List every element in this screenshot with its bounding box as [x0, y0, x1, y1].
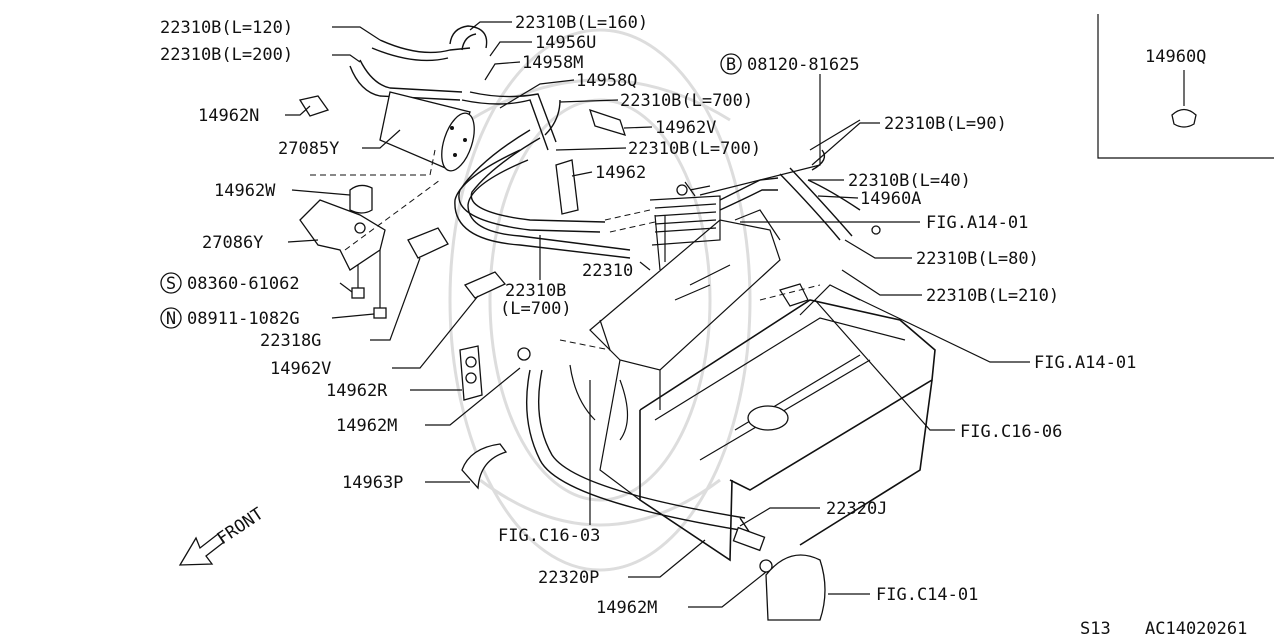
- label-22310b-l210: 22310B(L=210): [926, 286, 1059, 306]
- marker-s-text: S: [166, 274, 176, 294]
- label-front: FRONT: [214, 504, 268, 549]
- marker-b-text: B: [726, 55, 736, 75]
- label-22310b-l120: 22310B(L=120): [160, 18, 293, 38]
- part-labels: 22310B(L=120) 22310B(L=200) 22310B(L=160…: [160, 13, 1247, 639]
- inset-box: [1097, 14, 1274, 159]
- label-14962: 14962: [595, 163, 646, 183]
- label-22310b-l700-b: 22310B(L=700): [628, 139, 761, 159]
- label-27086y: 27086Y: [202, 233, 263, 253]
- marker-s: S: [160, 272, 182, 294]
- brackets: [298, 95, 881, 621]
- label-fig-c16-06: FIG.C16-06: [960, 422, 1062, 442]
- label-s13: S13: [1080, 619, 1111, 638]
- watermark: [448, 28, 752, 572]
- label-27085y: 27085Y: [278, 139, 339, 159]
- label-14962v-top: 14962V: [655, 118, 716, 138]
- label-14962m-a: 14962M: [336, 416, 397, 436]
- label-14963p: 14963P: [342, 473, 403, 493]
- label-14960q: 14960Q: [1145, 47, 1206, 67]
- label-14962v-bottom: 14962V: [270, 359, 331, 379]
- marker-n: N: [160, 307, 182, 329]
- leader-lines: [285, 21, 1185, 608]
- label-fig-a14-01-a: FIG.A14-01: [926, 213, 1028, 233]
- label-fig-a14-01-b: FIG.A14-01: [1034, 353, 1136, 373]
- label-22310: 22310: [582, 261, 633, 281]
- label-fig-c14-01: FIG.C14-01: [876, 585, 978, 605]
- front-arrow: [178, 533, 225, 566]
- label-22310b-l700-a: 22310B(L=700): [620, 91, 753, 111]
- marker-b: B: [720, 53, 742, 75]
- label-14958q: 14958Q: [576, 71, 637, 91]
- label-08120-81625: 08120-81625: [747, 55, 860, 75]
- label-22310b-l40: 22310B(L=40): [848, 171, 971, 191]
- label-22320j: 22320J: [826, 499, 887, 519]
- canister: [379, 91, 475, 172]
- label-diagram-code: AC14020261: [1145, 619, 1247, 638]
- label-22310b-l700-c-line1: 22310B: [505, 281, 566, 301]
- label-22310b-l700-c-line2: (L=700): [500, 299, 572, 319]
- label-14956u: 14956U: [535, 33, 596, 53]
- label-22318g: 22318G: [260, 331, 321, 351]
- label-08360-61062: 08360-61062: [187, 274, 300, 294]
- label-14962m-b: 14962M: [596, 598, 657, 618]
- marker-n-text: N: [166, 309, 176, 329]
- label-fig-c16-03: FIG.C16-03: [498, 526, 600, 546]
- hose-group: [349, 25, 861, 552]
- label-22310b-l160: 22310B(L=160): [515, 13, 648, 33]
- label-14962n: 14962N: [198, 106, 259, 126]
- label-22310b-l200: 22310B(L=200): [160, 45, 293, 65]
- label-22310b-l80: 22310B(L=80): [916, 249, 1039, 269]
- label-14958m: 14958M: [522, 53, 583, 73]
- label-14962r: 14962R: [326, 381, 388, 401]
- label-08911-1082g: 08911-1082G: [187, 309, 300, 329]
- label-14960a: 14960A: [860, 189, 921, 209]
- label-22320p: 22320P: [538, 568, 599, 588]
- label-14962w: 14962W: [214, 181, 276, 201]
- label-22310b-l90: 22310B(L=90): [884, 114, 1007, 134]
